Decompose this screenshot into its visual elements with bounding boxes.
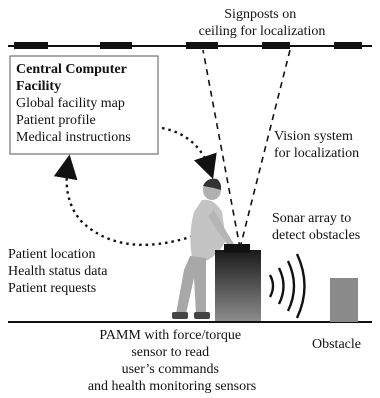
facility-title: Central Computer Facility [16, 62, 130, 94]
central-computer-facility-box: Central Computer Facility Global facilit… [9, 55, 159, 155]
vision-cone-line-left [202, 49, 241, 249]
comm-arrow-to-facility [53, 154, 206, 247]
signpost-marker [262, 42, 290, 49]
obstacle-block [330, 278, 358, 322]
sonar-waves [268, 253, 306, 319]
pamm-body [215, 250, 261, 321]
signposts-label: Signposts on ceiling for localization [199, 7, 326, 39]
signpost-marker [334, 42, 362, 49]
facility-items: Global facility map Patient profile Medi… [16, 96, 131, 145]
comm-arrow-to-pamm [161, 126, 217, 180]
vision-cone-line-right [239, 49, 291, 249]
patient-figure [172, 178, 234, 319]
pamm-label: PAMM with force/torque sensor to read us… [88, 328, 256, 394]
signpost-marker [14, 42, 48, 49]
vision-system-label: Vision system for localization [274, 129, 359, 161]
sonar-array-label: Sonar array to detect obstacles [272, 211, 360, 243]
patient-info-label: Patient location Health status data Pati… [8, 247, 111, 296]
signpost-marker [186, 42, 218, 49]
pamm-handle [224, 244, 250, 253]
obstacle-label: Obstacle [312, 337, 361, 352]
signpost-marker [100, 42, 132, 49]
